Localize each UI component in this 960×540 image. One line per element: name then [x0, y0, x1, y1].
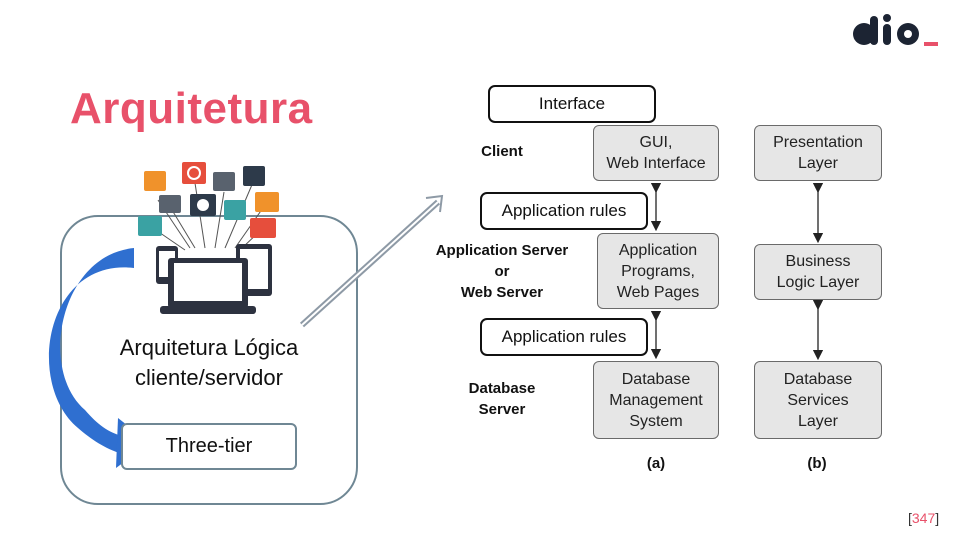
callout-interface: Interface: [488, 85, 656, 123]
box-a-gui: GUI,Web Interface: [593, 125, 719, 181]
dio-logo: [850, 12, 950, 57]
tier-label-client: Client: [481, 143, 523, 160]
logic-label-line2: cliente/servidor: [135, 365, 283, 390]
sublabel-a: (a): [646, 455, 666, 472]
app-icons-cluster: [138, 162, 279, 251]
slide-title: Arquitetura: [70, 84, 313, 133]
tier-label-db-server: Database Server: [468, 380, 536, 418]
devices-icon: [156, 244, 272, 314]
tier-label-app-server: Application Server or Web Server: [435, 242, 569, 301]
citation: [347]: [908, 510, 940, 526]
connector-arrow: [299, 194, 444, 328]
sublabel-b: (b): [807, 455, 827, 472]
callout-app-rules-1: Application rules: [480, 192, 648, 230]
logical-architecture-label: Arquitetura Lógica cliente/servidor: [96, 333, 322, 393]
logic-label-line1: Arquitetura Lógica: [119, 335, 299, 360]
three-tier-label: Three-tier: [165, 435, 253, 457]
three-tier-box: Three-tier: [121, 423, 297, 470]
callout-app-rules-2: Application rules: [480, 318, 648, 356]
citation-number: 347: [911, 510, 936, 526]
